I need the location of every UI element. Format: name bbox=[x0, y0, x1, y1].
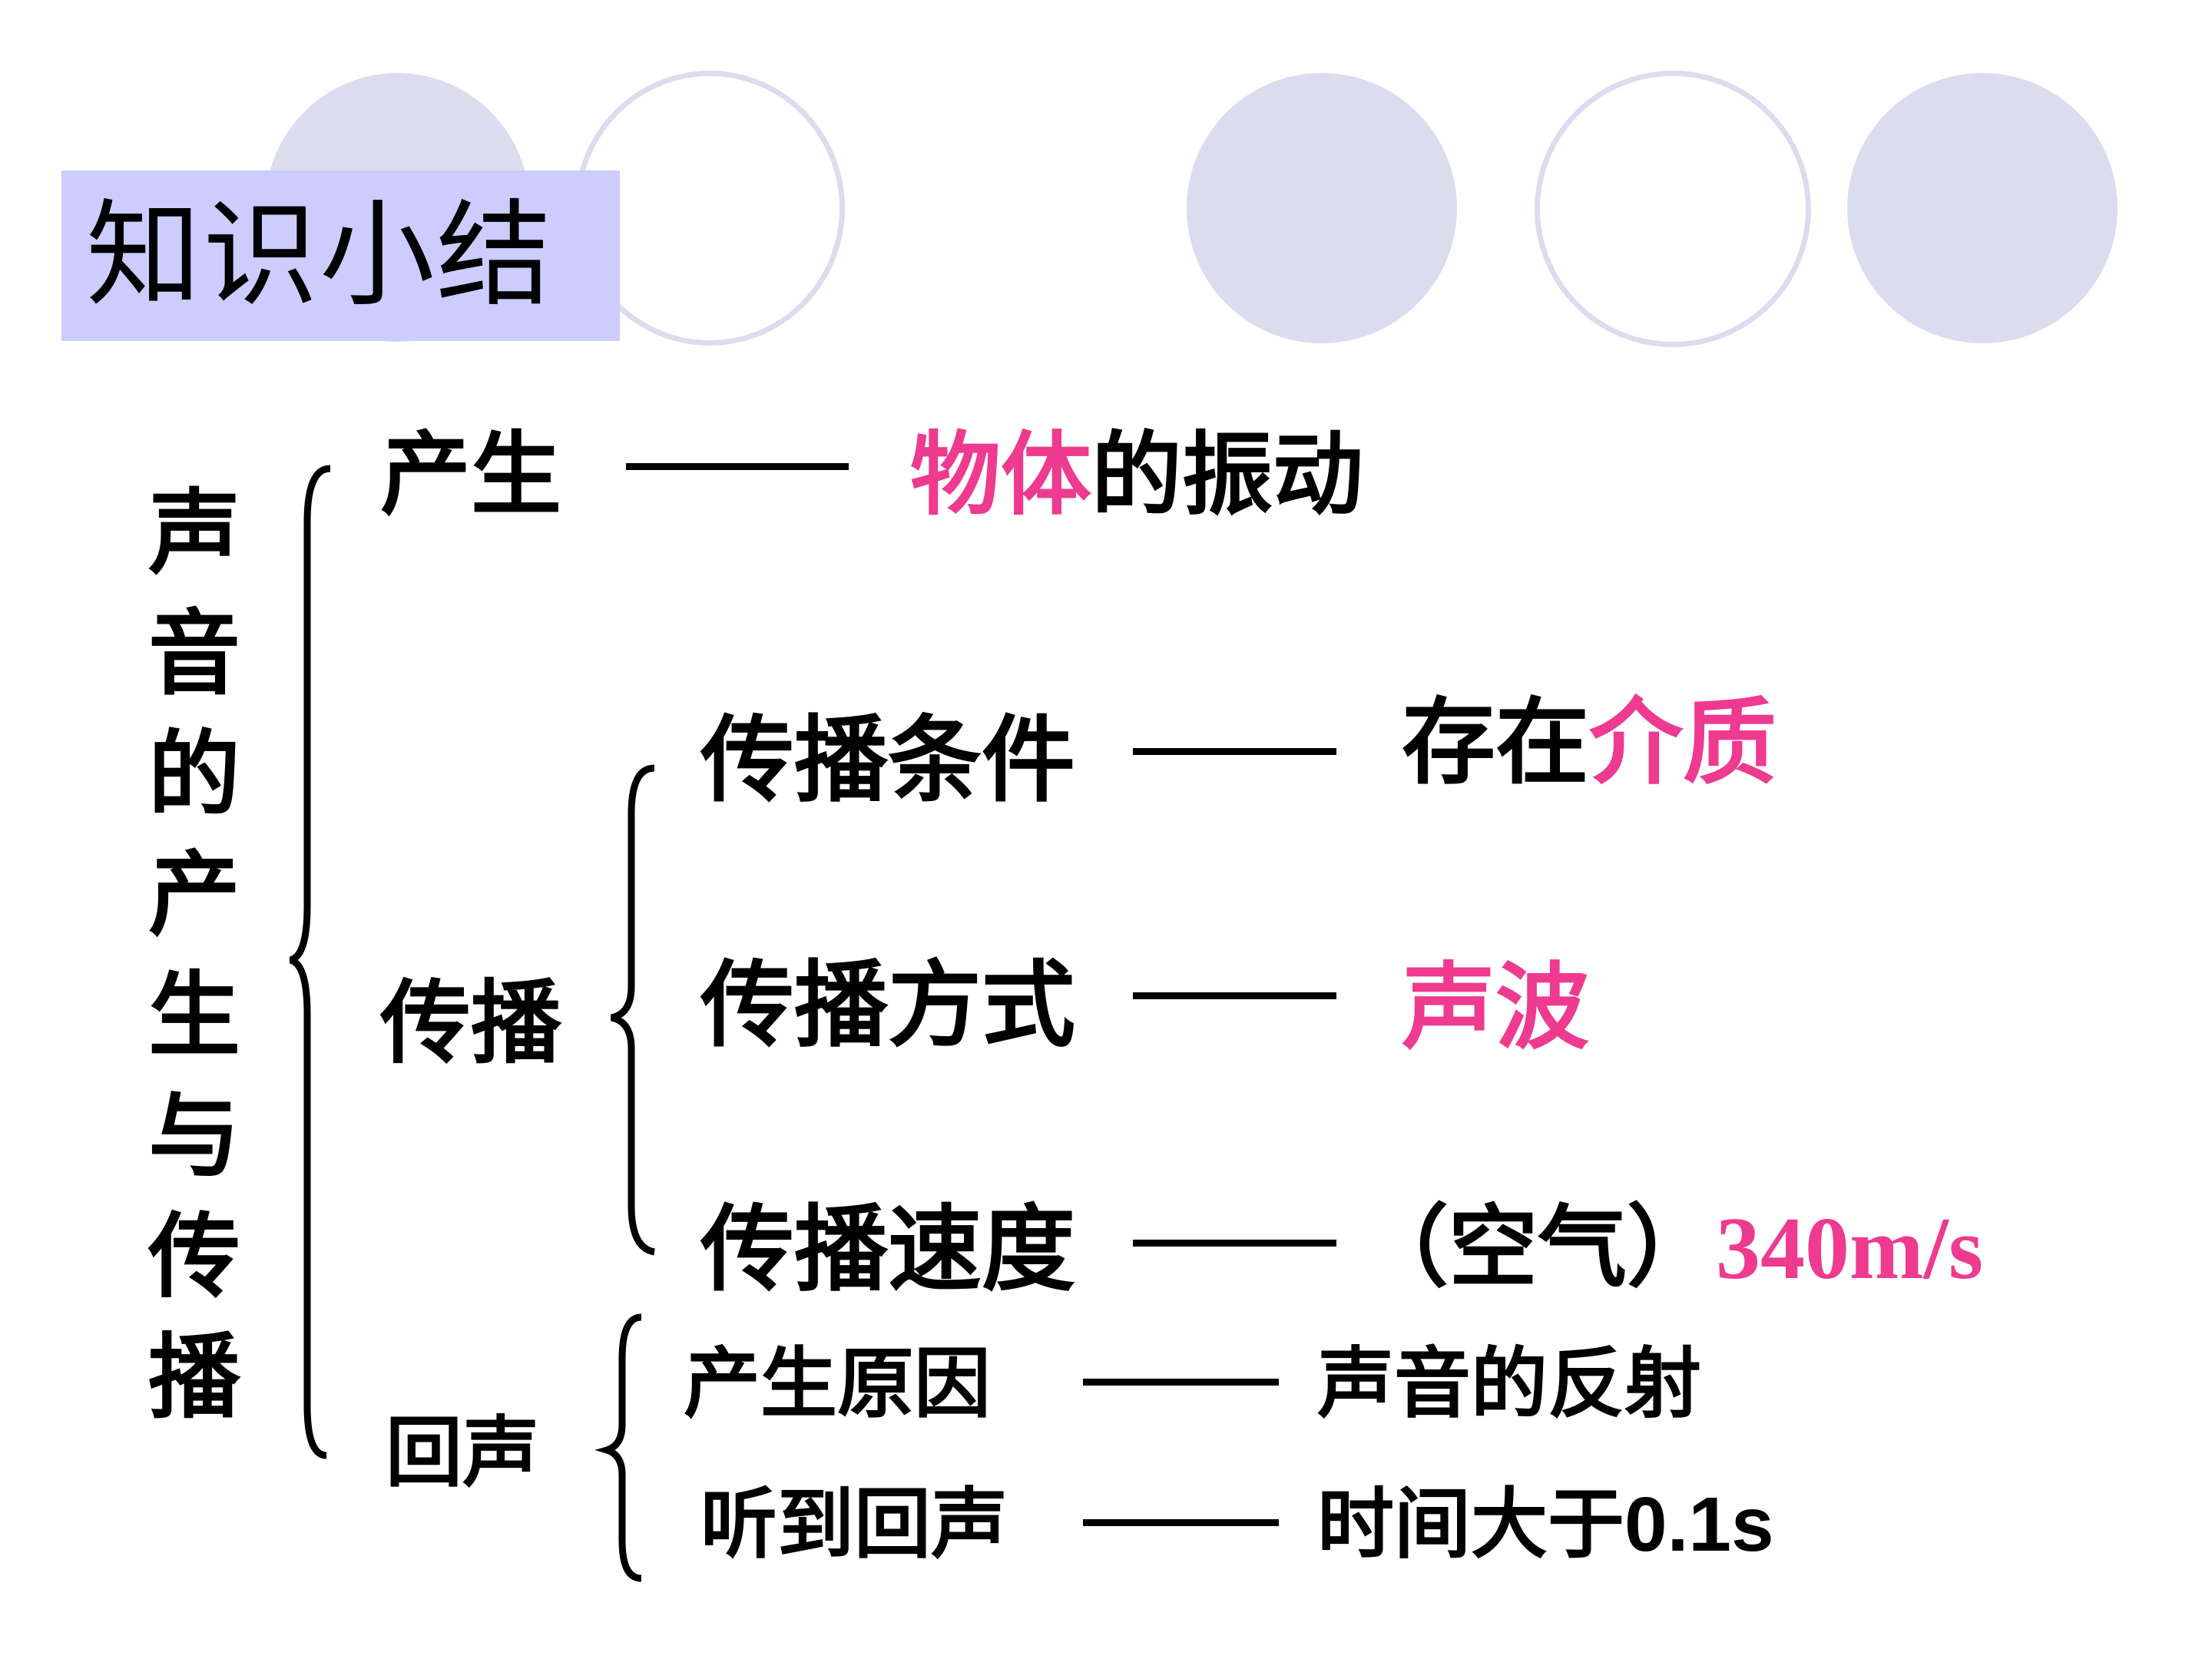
mode-dash bbox=[1133, 992, 1336, 999]
speed-label: 传播速度 bbox=[700, 1195, 1075, 1304]
echo-brace bbox=[594, 1313, 642, 1582]
propagation-brace bbox=[610, 764, 656, 1256]
echo-hear-dash bbox=[1083, 1519, 1279, 1526]
echo-cause-value: 声音的反射 bbox=[1317, 1339, 1701, 1429]
echo-hear-text: 时间大于 bbox=[1317, 1479, 1624, 1569]
decor-circle-2 bbox=[1187, 73, 1457, 343]
condition-label: 传播条件 bbox=[700, 706, 1075, 815]
produce-label: 产生 bbox=[380, 422, 562, 528]
echo-cause-dash bbox=[1083, 1379, 1279, 1386]
mode-value: 声波 bbox=[1402, 953, 1589, 1062]
condition-prefix: 存在 bbox=[1402, 688, 1589, 797]
title-box bbox=[61, 171, 620, 341]
decor-ring-2 bbox=[1535, 71, 1811, 347]
condition-value: 存在介质 bbox=[1402, 687, 1777, 799]
propagation-label: 传播 bbox=[380, 970, 562, 1076]
speed-prefix: （空气） bbox=[1359, 1196, 1716, 1300]
produce-dash bbox=[626, 463, 849, 470]
produce-answer-pink: 物体 bbox=[910, 422, 1092, 528]
echo-hear-value: 时间大于0.1s bbox=[1317, 1479, 1774, 1571]
echo-cause-label: 产生原因 bbox=[684, 1339, 991, 1429]
mode-label: 传播方式 bbox=[700, 951, 1075, 1060]
main-brace bbox=[289, 465, 331, 1459]
condition-pink: 介质 bbox=[1589, 688, 1777, 797]
echo-hear-label: 听到回声 bbox=[700, 1479, 1008, 1569]
root-label: 声音的产生与传播 bbox=[132, 484, 239, 1449]
echo-label: 回声 bbox=[386, 1408, 539, 1498]
produce-answer: 物体的振动 bbox=[910, 421, 1363, 528]
page-title: 知识小结 bbox=[86, 189, 554, 323]
condition-dash bbox=[1133, 748, 1336, 755]
decor-circle-3 bbox=[1847, 73, 2118, 343]
speed-dash bbox=[1133, 1240, 1336, 1247]
speed-number: 340m/s bbox=[1716, 1200, 1983, 1298]
echo-hear-number: 0.1s bbox=[1624, 1482, 1774, 1568]
speed-value: （空气）340m/s bbox=[1359, 1192, 1983, 1305]
produce-answer-rest: 的振动 bbox=[1091, 422, 1364, 528]
